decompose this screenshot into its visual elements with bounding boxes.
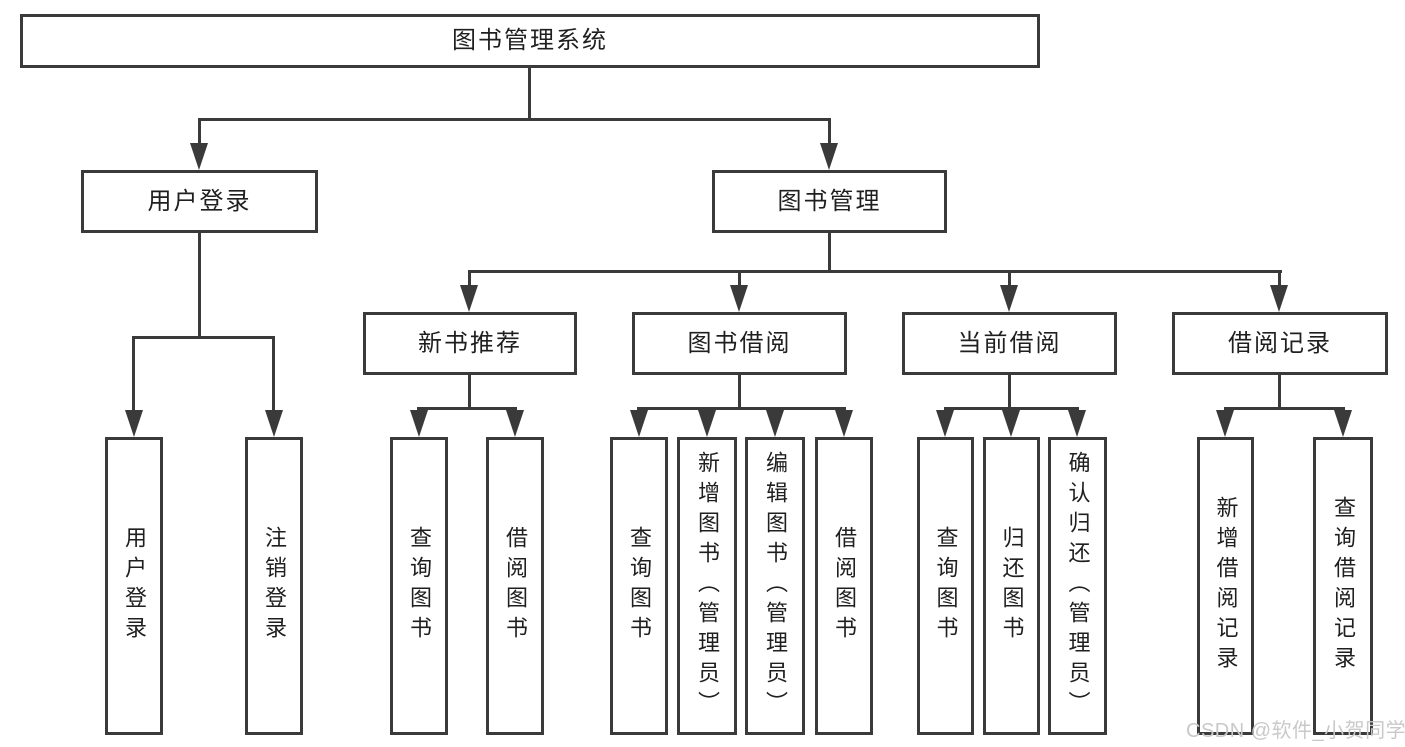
node-label: 当前借阅 — [957, 329, 1062, 357]
node-current-borrow: 当前借阅 — [902, 312, 1117, 375]
arrow-to-confirm-return — [1068, 410, 1086, 437]
connector-drop-user-login — [198, 120, 201, 146]
leaf-return-book: 归还图书 — [983, 437, 1040, 735]
connector-book-borrow-bar — [637, 407, 846, 410]
leaf-label: 新增图书（管理员） — [695, 451, 720, 721]
leaf-query-books-1: 查询图书 — [390, 437, 448, 735]
connector-user-login-bar — [132, 336, 275, 339]
leaf-query-books-2: 查询图书 — [610, 437, 668, 735]
node-label: 图书借阅 — [687, 329, 792, 357]
arrow-to-borrow-books-2 — [835, 410, 853, 437]
arrow-to-borrow-books-1 — [506, 410, 524, 437]
connector-current-borrow-stem — [1008, 375, 1011, 409]
connector-root-stem — [528, 68, 531, 121]
node-label: 借阅记录 — [1228, 329, 1332, 357]
node-label: 图书管理系统 — [452, 27, 608, 54]
arrow-to-query-borrow-record — [1334, 410, 1352, 437]
connector-book-management-bar — [468, 270, 1282, 273]
node-borrow-records: 借阅记录 — [1172, 312, 1388, 375]
arrow-to-user-login — [190, 143, 208, 170]
arrow-to-new-book — [460, 285, 478, 312]
leaf-label: 确认归还（管理员） — [1065, 451, 1091, 721]
leaf-user-login: 用户登录 — [105, 437, 163, 735]
leaf-label: 查询借阅记录 — [1331, 496, 1356, 676]
connector-drop-leaf-logout — [272, 338, 275, 412]
connector-borrow-records-bar — [1224, 407, 1345, 410]
arrow-to-add-book — [698, 410, 716, 437]
arrow-to-add-borrow-record — [1216, 410, 1234, 437]
leaf-label: 借阅图书 — [503, 526, 528, 646]
node-label: 用户登录 — [147, 187, 252, 215]
node-label: 新书推荐 — [418, 329, 522, 357]
leaf-confirm-return-admin: 确认归还（管理员） — [1048, 437, 1107, 735]
leaf-label: 用户登录 — [122, 526, 147, 646]
connector-new-book-stem — [468, 375, 471, 409]
arrow-to-current-borrow — [1000, 285, 1018, 312]
connector-user-login-stem — [198, 233, 201, 338]
leaf-borrow-books-1: 借阅图书 — [486, 437, 544, 735]
arrow-to-leaf-logout — [265, 410, 283, 437]
arrow-to-edit-book — [766, 410, 784, 437]
leaf-label: 编辑图书（管理员） — [763, 451, 788, 721]
leaf-add-book-admin: 新增图书（管理员） — [677, 437, 737, 735]
arrow-to-query-books-1 — [410, 410, 428, 437]
leaf-label: 查询图书 — [627, 526, 652, 646]
connector-drop-book-borrow — [738, 272, 741, 288]
connector-drop-new-book — [468, 272, 471, 288]
arrow-to-query-books-2 — [630, 410, 648, 437]
connector-drop-book-management — [828, 120, 831, 146]
csdn-watermark: CSDN @软件_小贺同学 — [1186, 720, 1405, 742]
node-label: 图书管理 — [777, 187, 882, 215]
node-library-system: 图书管理系统 — [20, 14, 1040, 68]
leaf-label: 新增借阅记录 — [1213, 496, 1239, 676]
arrow-to-book-management — [820, 143, 838, 170]
leaf-label: 注销登录 — [262, 526, 287, 646]
arrow-to-book-borrow — [730, 285, 748, 312]
arrow-to-query-books-3 — [936, 410, 954, 437]
connector-drop-borrow-records — [1278, 272, 1281, 288]
leaf-label: 借阅图书 — [832, 526, 857, 646]
connector-new-book-bar — [417, 407, 517, 410]
leaf-add-borrow-record: 新增借阅记录 — [1197, 437, 1254, 735]
node-user-login: 用户登录 — [81, 170, 318, 233]
leaf-borrow-books-2: 借阅图书 — [815, 437, 873, 735]
connector-book-management-stem — [828, 233, 831, 272]
leaf-query-books-3: 查询图书 — [917, 437, 974, 735]
connector-current-borrow-bar — [944, 407, 1079, 410]
connector-drop-leaf-user-login — [132, 338, 135, 412]
node-new-book-recommend: 新书推荐 — [363, 312, 577, 375]
leaf-logout: 注销登录 — [245, 437, 303, 735]
arrow-to-return-book — [1002, 410, 1020, 437]
connector-borrow-records-stem — [1278, 375, 1281, 409]
leaf-label: 归还图书 — [999, 526, 1025, 646]
connector-root-bar — [198, 118, 831, 121]
connector-drop-current-borrow — [1008, 272, 1011, 288]
leaf-label: 查询图书 — [407, 526, 432, 646]
node-book-management: 图书管理 — [712, 170, 947, 233]
node-book-borrow: 图书借阅 — [632, 312, 847, 375]
arrow-to-leaf-user-login — [125, 410, 143, 437]
leaf-query-borrow-record: 查询借阅记录 — [1313, 437, 1373, 735]
arrow-to-borrow-records — [1270, 285, 1288, 312]
leaf-edit-book-admin: 编辑图书（管理员） — [745, 437, 805, 735]
leaf-label: 查询图书 — [933, 526, 959, 646]
connector-book-borrow-stem — [738, 375, 741, 409]
